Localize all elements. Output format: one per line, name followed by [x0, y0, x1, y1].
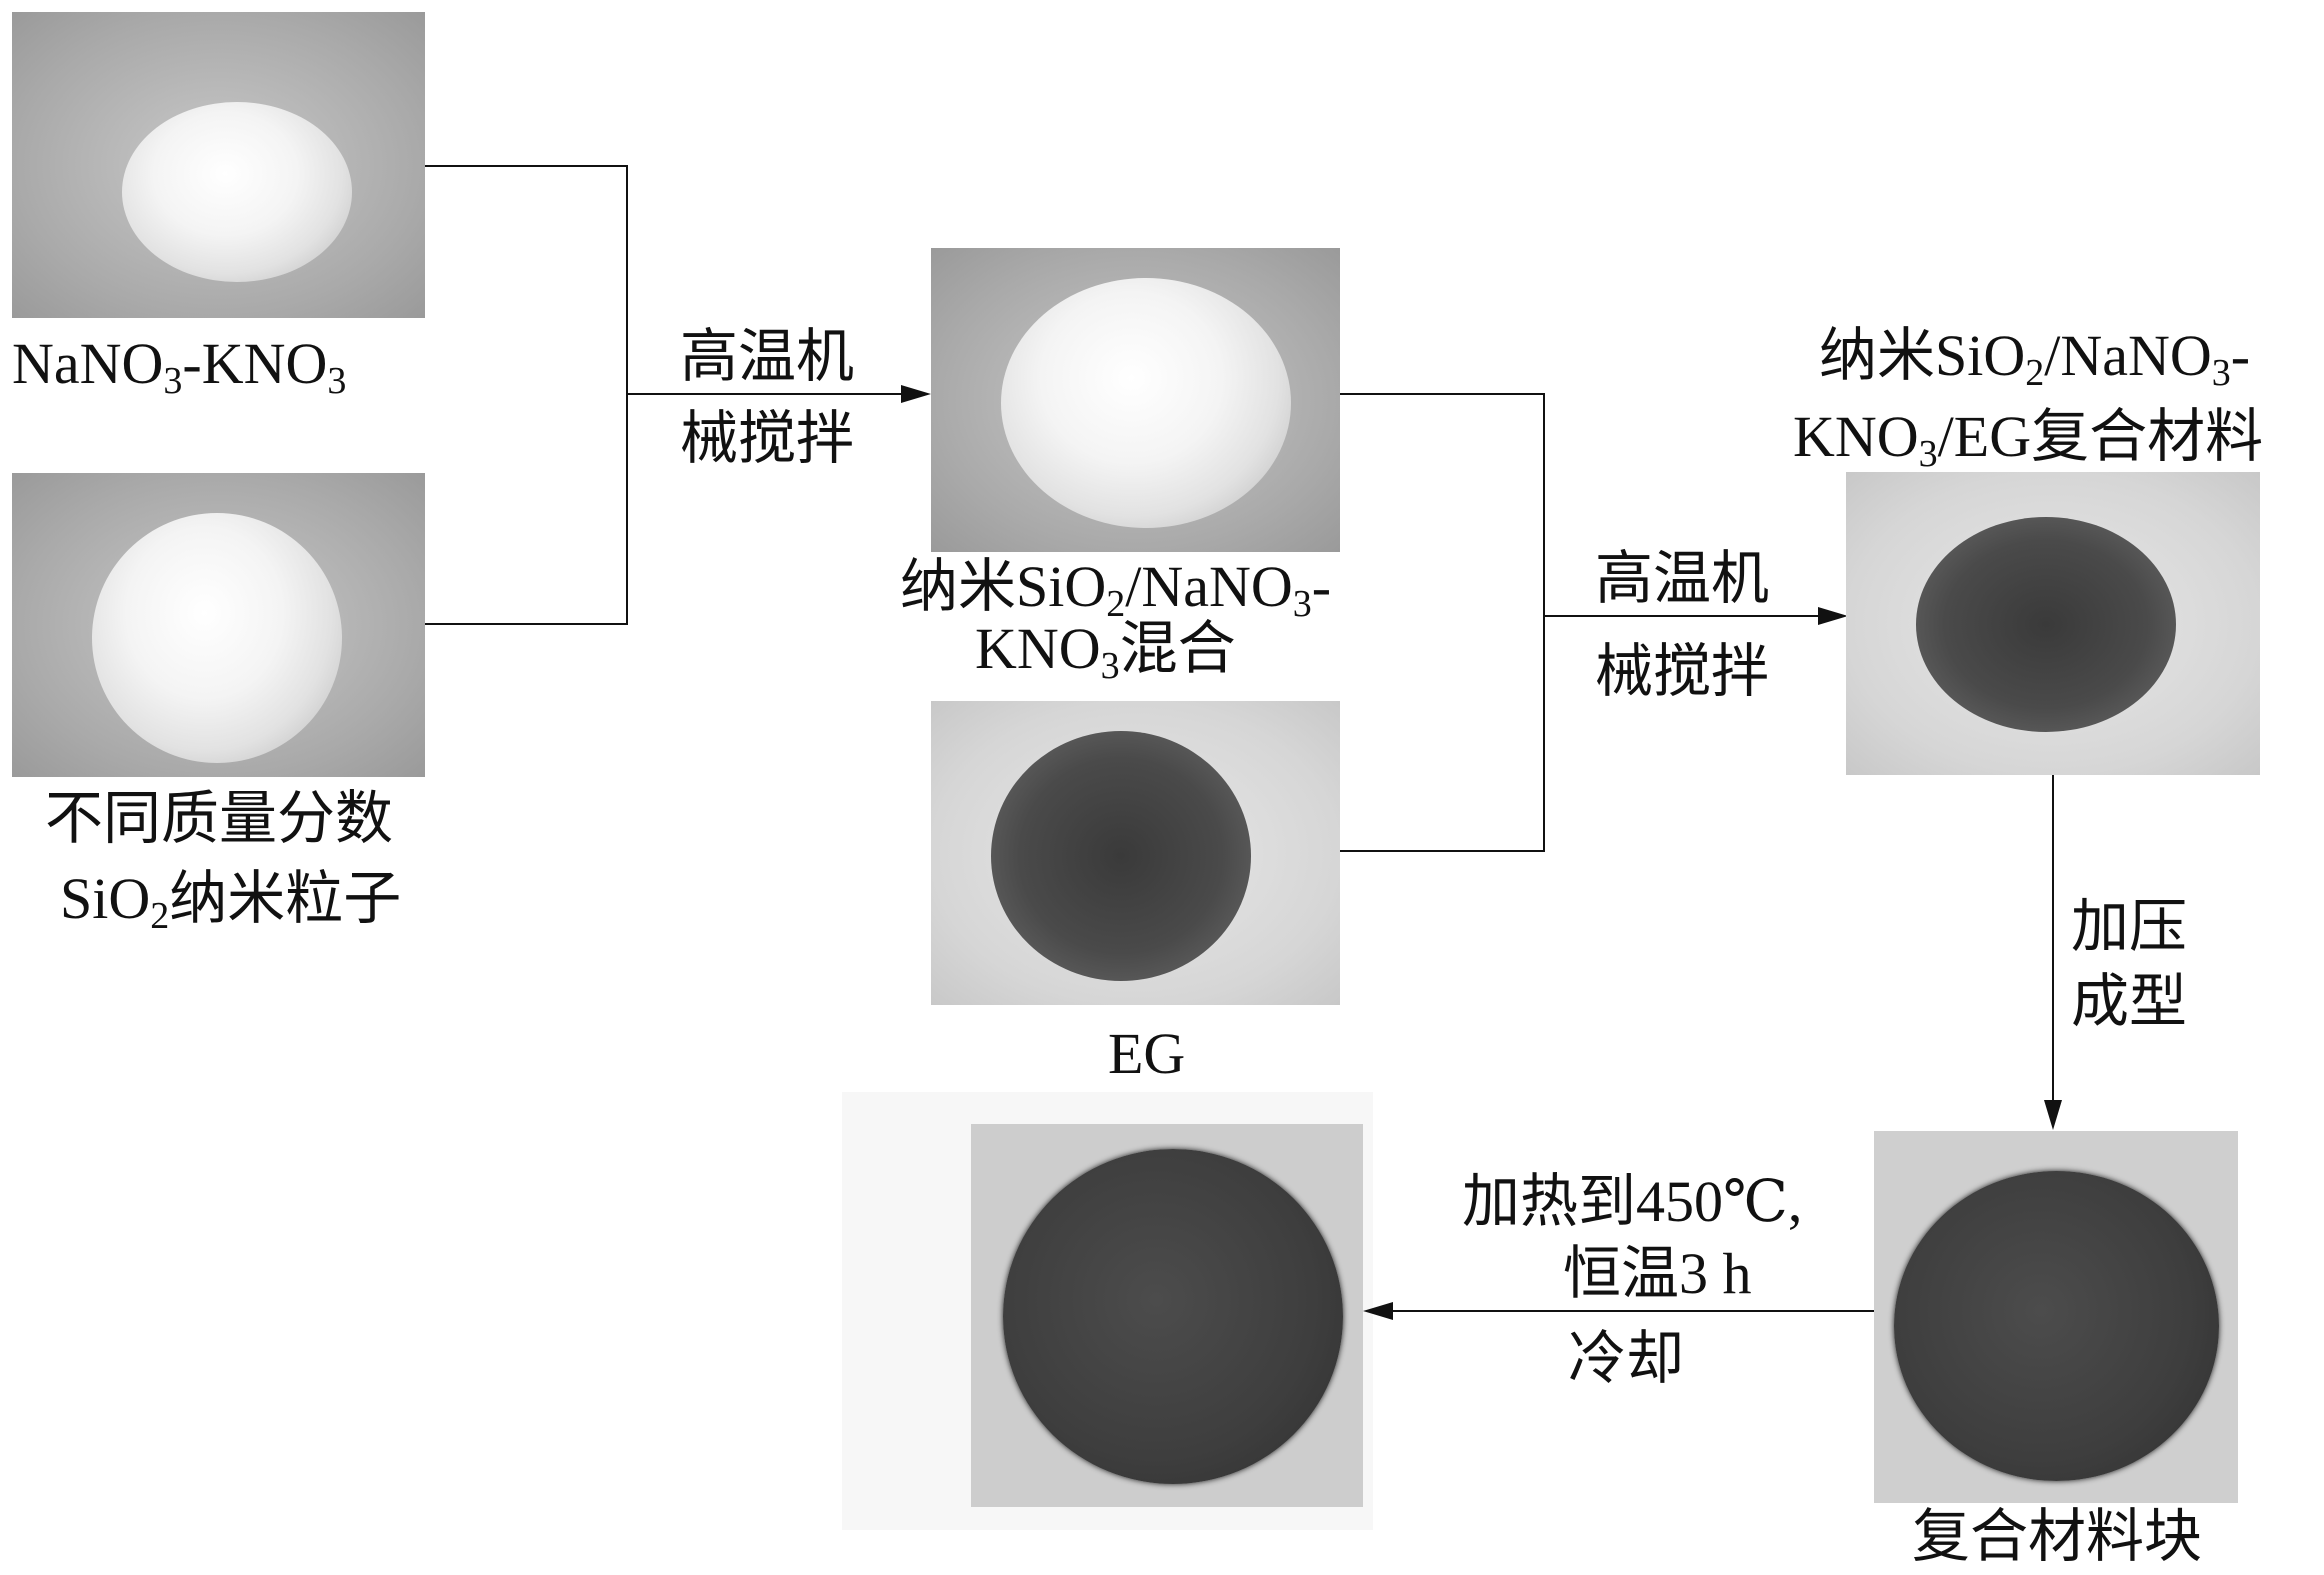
arrow-line: [1543, 615, 1823, 617]
step3-line2: 成型: [2071, 969, 2188, 1034]
label-composite-line1: 纳米SiO2/NaNO3-: [1819, 323, 2251, 394]
photo-eg: [931, 701, 1340, 1005]
step3-line1: 加压: [2071, 894, 2188, 959]
step1-line1: 高温机: [680, 324, 855, 389]
arrow-line: [626, 393, 906, 395]
arrow-left-icon: [1363, 1302, 1393, 1320]
step4-line1: 加热到450℃,: [1462, 1169, 1803, 1234]
label-mixture-line1: 纳米SiO2/NaNO3-: [900, 554, 1332, 625]
label-nano3-kno3: NaNO3-KNO3: [12, 331, 347, 402]
arrow-right-icon: [1818, 607, 1848, 625]
label-composite-line2: KNO3/EG复合材料: [1793, 404, 2264, 475]
step2-line2: 械搅拌: [1595, 639, 1770, 704]
label-sio2-line2: SiO2纳米粒子: [60, 866, 402, 937]
arrow-line: [2052, 775, 2054, 1105]
photo-nano3-kno3: [12, 12, 425, 318]
connector-line: [1543, 393, 1545, 852]
photo-sio2-nanoparticles: [12, 473, 425, 777]
arrow-line: [1370, 1310, 1874, 1312]
photo-composite-block: [1874, 1131, 2238, 1503]
connector-line: [1340, 393, 1545, 395]
photo-mixture: [931, 248, 1340, 552]
photo-composite-powder: [1846, 472, 2260, 775]
photo-cooled-block: [971, 1124, 1363, 1507]
connector-line: [425, 165, 628, 167]
arrow-right-icon: [901, 385, 931, 403]
label-mixture-line2: KNO3混合: [975, 616, 1236, 687]
label-eg: EG: [1108, 1021, 1186, 1086]
step1-line2: 械搅拌: [680, 406, 855, 471]
arrow-down-icon: [2044, 1100, 2062, 1130]
step4-line3: 冷却: [1568, 1326, 1685, 1391]
label-sio2-line1: 不同质量分数: [45, 786, 394, 851]
step2-line1: 高温机: [1595, 546, 1770, 611]
connector-line: [425, 623, 628, 625]
label-block: 复合材料块: [1912, 1504, 2203, 1569]
connector-line: [626, 165, 628, 625]
connector-line: [1340, 850, 1545, 852]
step4-line2: 恒温3 h: [1563, 1241, 1752, 1306]
